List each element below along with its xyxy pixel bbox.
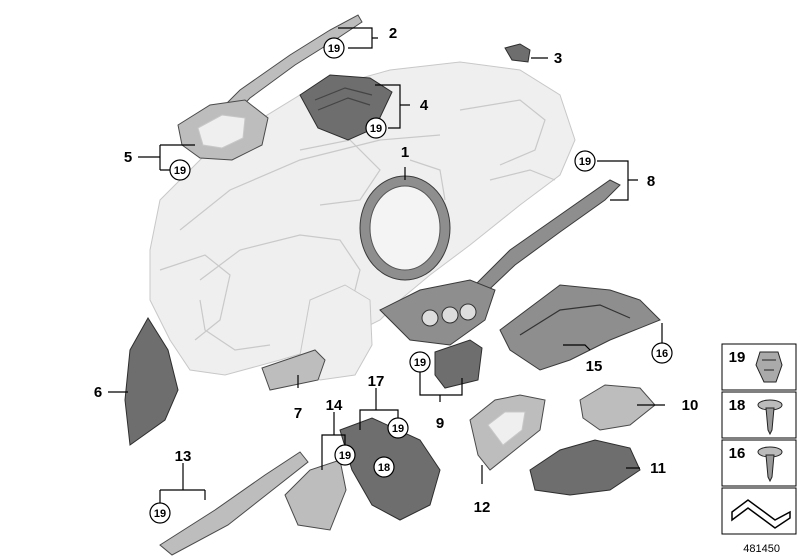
diagram-id: 481450 (743, 543, 780, 555)
svg-text:19: 19 (392, 423, 404, 435)
part-1-instrument-ring (359, 175, 451, 281)
callout-17: 17 (368, 373, 385, 390)
part-8-trim-strip (469, 179, 621, 301)
center-trim-panel (379, 279, 496, 346)
ref-circle-9: 19 (409, 351, 431, 373)
svg-text:19: 19 (154, 508, 166, 520)
svg-text:19: 19 (414, 357, 426, 369)
ref-circle-2: 19 (323, 37, 345, 59)
part-10-column-cover (579, 384, 656, 431)
callout-7: 7 (294, 405, 302, 422)
callout-8: 8 (647, 173, 655, 190)
ref-circle-14: 19 (334, 444, 356, 466)
callout-3: 3 (554, 50, 562, 67)
svg-text:19: 19 (174, 165, 186, 177)
svg-text:19: 19 (339, 450, 351, 462)
svg-text:16: 16 (656, 348, 668, 360)
part-13-knee-trim (159, 451, 309, 556)
part-11-lower-cover (529, 439, 641, 496)
callout-1: 1 (401, 144, 409, 161)
callout-12: 12 (474, 499, 491, 516)
callout-15: 15 (586, 358, 603, 375)
part-3-cover (504, 43, 531, 63)
svg-text:19: 19 (579, 156, 591, 168)
legend-label-19: 19 (729, 349, 746, 366)
leader-lines (108, 27, 665, 503)
part-14-panel (284, 459, 347, 531)
callout-2: 2 (389, 25, 397, 42)
part-7-panel (261, 349, 326, 391)
callouts: 1 2 3 4 5 6 7 8 9 10 11 12 13 14 15 16 1… (94, 25, 699, 516)
ref-circle-4: 19 (365, 117, 387, 139)
callout-9: 9 (436, 415, 444, 432)
part-6-side-trim (124, 317, 179, 446)
washer-screw-icon (757, 446, 783, 483)
callout-11: 11 (650, 460, 666, 477)
washer-screw-icon (757, 399, 783, 436)
svg-text:18: 18 (378, 462, 390, 474)
ref-circle-17a: 19 (387, 417, 409, 439)
callout-13: 13 (175, 448, 192, 465)
ref-circle-15: 16 (651, 342, 673, 364)
part-15-bracket (499, 284, 661, 371)
ref-circle-13: 19 (149, 502, 171, 524)
clip-nut-icon (755, 351, 783, 383)
shim-bracket-icon (731, 499, 791, 529)
ref-circle-5: 19 (169, 159, 191, 181)
callout-5: 5 (124, 149, 132, 166)
callout-10: 10 (682, 397, 699, 414)
ref-circle-17b: 18 (373, 456, 395, 478)
legend-label-18: 18 (729, 397, 746, 414)
svg-text:19: 19 (328, 43, 340, 55)
part-9-panel (434, 339, 483, 389)
ref-circle-8: 19 (574, 150, 596, 172)
callout-14: 14 (326, 397, 343, 414)
callout-4: 4 (420, 97, 429, 114)
fastener-legend: 19 18 16 (721, 343, 797, 535)
legend-label-16: 16 (729, 445, 746, 462)
svg-text:19: 19 (370, 123, 382, 135)
callout-6: 6 (94, 384, 102, 401)
